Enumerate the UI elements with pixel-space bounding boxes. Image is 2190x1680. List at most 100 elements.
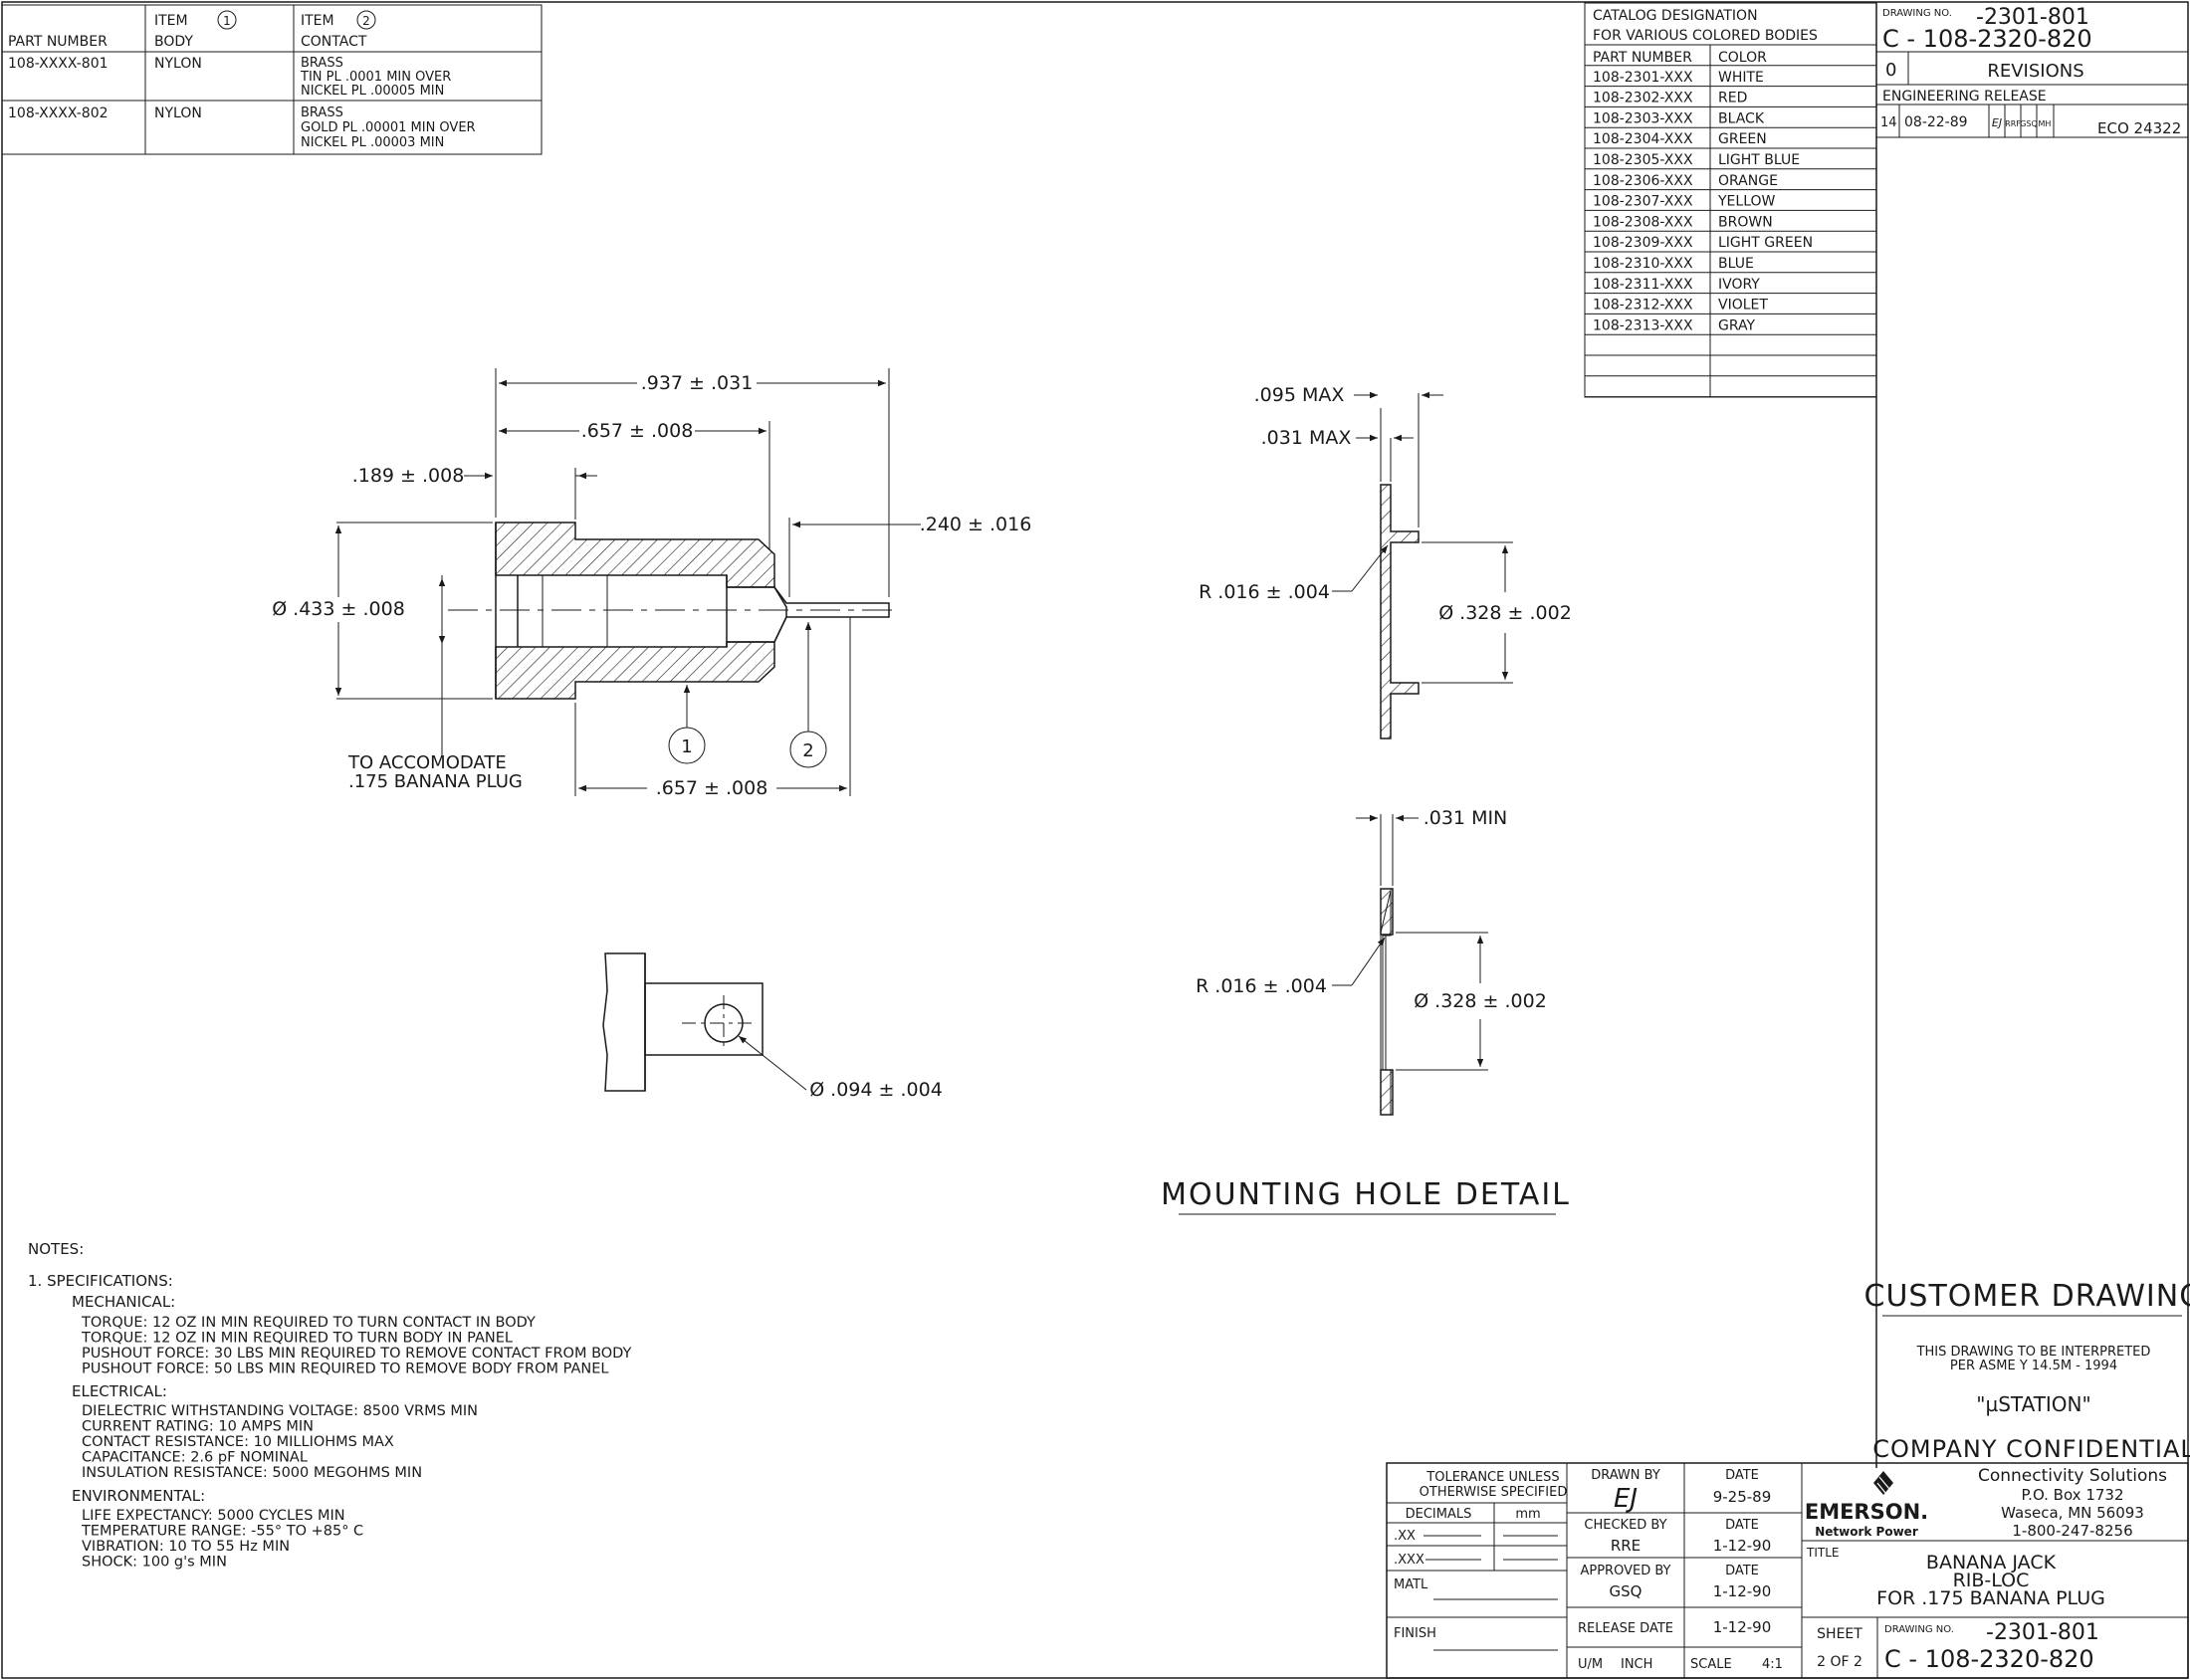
um-value: INCH: [1621, 1657, 1652, 1672]
dim-240: .240 ± .016: [920, 514, 1032, 535]
dim-189: .189 ± .008: [352, 465, 465, 487]
materials-table: PART NUMBER ITEM 1 BODY ITEM 2 CONTACT 1…: [1, 4, 543, 155]
note-line: SHOCK: 100 g's MIN: [82, 1555, 227, 1571]
mt-row2-part: 108-XXXX-802: [8, 105, 109, 121]
catalog-table: CATALOG DESIGNATION FOR VARIOUS COLORED …: [1584, 2, 1877, 398]
mt-row1-contact1: BRASS: [301, 56, 343, 71]
revisions-title: REVISIONS: [1987, 61, 2083, 82]
catalog-part-number: 108-2306-XXX: [1593, 173, 1693, 189]
rev-letter: 0: [1885, 60, 1896, 81]
emerson-logo: EMERSON. Network Power: [1805, 1471, 1928, 1539]
catalog-part-number: 108-2304-XXX: [1593, 131, 1693, 147]
mt-header-body: BODY: [154, 34, 193, 50]
balloon-item-1: [668, 727, 706, 764]
um-label: U/M: [1578, 1657, 1603, 1672]
mt-row2-contact3: NICKEL PL .00003 MIN: [301, 135, 444, 150]
mt-row2-contact1: BRASS: [301, 105, 343, 120]
mt-row2-contact2: GOLD PL .00001 MIN OVER: [301, 120, 476, 135]
mt-header-contact: CONTACT: [301, 34, 367, 50]
catalog-part-number: 108-2313-XXX: [1593, 317, 1693, 333]
catalog-part-number: 108-2309-XXX: [1593, 235, 1693, 251]
jack-section-view: .937 ± .031 .657 ± .008 .189 ± .008 .240…: [272, 368, 1031, 799]
rev-row-date: 08-22-89: [1904, 114, 1968, 130]
scale-value: 4:1: [1762, 1657, 1783, 1672]
engineering-release: ENGINEERING RELEASE: [1882, 89, 2047, 105]
emerson-wordmark: EMERSON.: [1805, 1500, 1928, 1524]
drawn-by-signature: EJ: [1614, 1484, 1638, 1514]
notes-mechanical: MECHANICAL:: [72, 1293, 175, 1311]
mt-row1-body: NYLON: [154, 56, 202, 72]
dim-dia-433: Ø .433 ± .008: [272, 598, 405, 620]
catalog-col-part: PART NUMBER: [1593, 50, 1692, 66]
catalog-part-number: 108-2302-XXX: [1593, 91, 1693, 106]
catalog-title-1: CATALOG DESIGNATION: [1593, 8, 1758, 24]
dim-dia-094: Ø .094 ± .004: [809, 1079, 943, 1101]
company-title: Connectivity Solutions: [1978, 1466, 2167, 1486]
table-row: 108-XXXX-802 NYLON BRASS GOLD PL .00001 …: [8, 105, 476, 150]
notes-spec: 1. SPECIFICATIONS:: [28, 1272, 173, 1290]
tolerance-line-1: TOLERANCE UNLESS: [1425, 1470, 1559, 1485]
note-line: TORQUE: 12 OZ IN MIN REQUIRED TO TURN CO…: [81, 1315, 536, 1331]
dim-031-min: .031 MIN: [1424, 807, 1508, 829]
catalog-part-number: 108-2312-XXX: [1593, 298, 1693, 314]
rev-row-initials: EJ: [1992, 116, 2002, 129]
checked-by-name: RRE: [1611, 1537, 1641, 1555]
table-row: 108-2306-XXX ORANGE: [1593, 173, 1778, 189]
catalog-color: RED: [1718, 91, 1747, 106]
table-row: 108-2307-XXX YELLOW: [1593, 194, 1776, 210]
catalog-part-number: 108-2311-XXX: [1593, 277, 1693, 293]
dim-dia-328-lower: Ø .328 ± .002: [1414, 990, 1547, 1012]
revisions-block: 0 REVISIONS ENGINEERING RELEASE 14 08-22…: [1876, 52, 2188, 138]
dim-r016-lower: R .016 ± .004: [1196, 975, 1327, 997]
catalog-part-number: 108-2303-XXX: [1593, 110, 1693, 126]
note-line: PUSHOUT FORCE: 30 LBS MIN REQUIRED TO RE…: [82, 1346, 632, 1362]
dwg-number-main: C - 108-2320-820: [1882, 25, 2092, 53]
dwg-number-suffix: -2301-801: [1976, 5, 2089, 30]
catalog-part-number: 108-2307-XXX: [1593, 194, 1693, 210]
customer-block: CUSTOMER DRAWING THIS DRAWING TO BE INTE…: [1864, 1279, 2190, 1463]
network-power-text: Network Power: [1815, 1525, 1918, 1539]
catalog-part-number: 108-2305-XXX: [1593, 152, 1693, 168]
note-line: INSULATION RESISTANCE: 5000 MEGOHMS MIN: [82, 1465, 422, 1481]
dwg-number-bottom-main: C - 108-2320-820: [1884, 1645, 2094, 1673]
catalog-color: BROWN: [1718, 214, 1773, 230]
asme-line-2: PER ASME Y 14.5M - 1994: [1950, 1359, 2117, 1373]
dim-657-bottom: .657 ± .008: [656, 777, 768, 799]
dwg-number-bottom-suffix: -2301-801: [1986, 1620, 2099, 1645]
dim-r016-upper: R .016 ± .004: [1199, 581, 1330, 603]
table-row: 108-XXXX-801 NYLON BRASS TIN PL .0001 MI…: [8, 56, 451, 99]
drawn-date: 9-25-89: [1713, 1488, 1772, 1506]
rev-row-check1: RRF: [2005, 119, 2021, 128]
dim-095-max: .095 MAX: [1254, 384, 1345, 406]
company-address-1: P.O. Box 1732: [2021, 1486, 2123, 1504]
rev-row-check2: GSQ: [2020, 119, 2038, 128]
dim-031-max: .031 MAX: [1261, 427, 1352, 449]
catalog-title-2: FOR VARIOUS COLORED BODIES: [1593, 28, 1818, 44]
catalog-color: LIGHT GREEN: [1718, 235, 1813, 251]
title-line-2: RIB-LOC: [1953, 1570, 2030, 1591]
drawn-by-label: DRAWN BY: [1591, 1468, 1660, 1483]
title-block: TOLERANCE UNLESS OTHERWISE SPECIFIED DEC…: [1386, 1462, 2189, 1679]
mt-item1-num: 1: [223, 14, 231, 28]
mt-row1-contact3: NICKEL PL .00005 MIN: [301, 84, 444, 99]
company-address-2: Waseca, MN 56093: [2001, 1504, 2144, 1522]
catalog-color: YELLOW: [1717, 194, 1776, 210]
xxx-label: .XXX: [1394, 1553, 1424, 1568]
checked-by-label: CHECKED BY: [1584, 1518, 1666, 1533]
catalog-color: ORANGE: [1718, 173, 1778, 189]
mm-label: mm: [1515, 1507, 1540, 1522]
note-line: LIFE EXPECTANCY: 5000 CYCLES MIN: [82, 1508, 345, 1524]
note-line: PUSHOUT FORCE: 50 LBS MIN REQUIRED TO RE…: [82, 1362, 608, 1377]
title-label: TITLE: [1806, 1546, 1839, 1560]
mt-row1-part: 108-XXXX-801: [8, 56, 109, 72]
company-confidential: COMPANY CONFIDENTIAL: [1872, 1435, 2190, 1463]
mt-header-part: PART NUMBER: [8, 34, 108, 50]
decimals-label: DECIMALS: [1406, 1507, 1472, 1522]
rev-row-check3: MH: [2039, 119, 2052, 128]
